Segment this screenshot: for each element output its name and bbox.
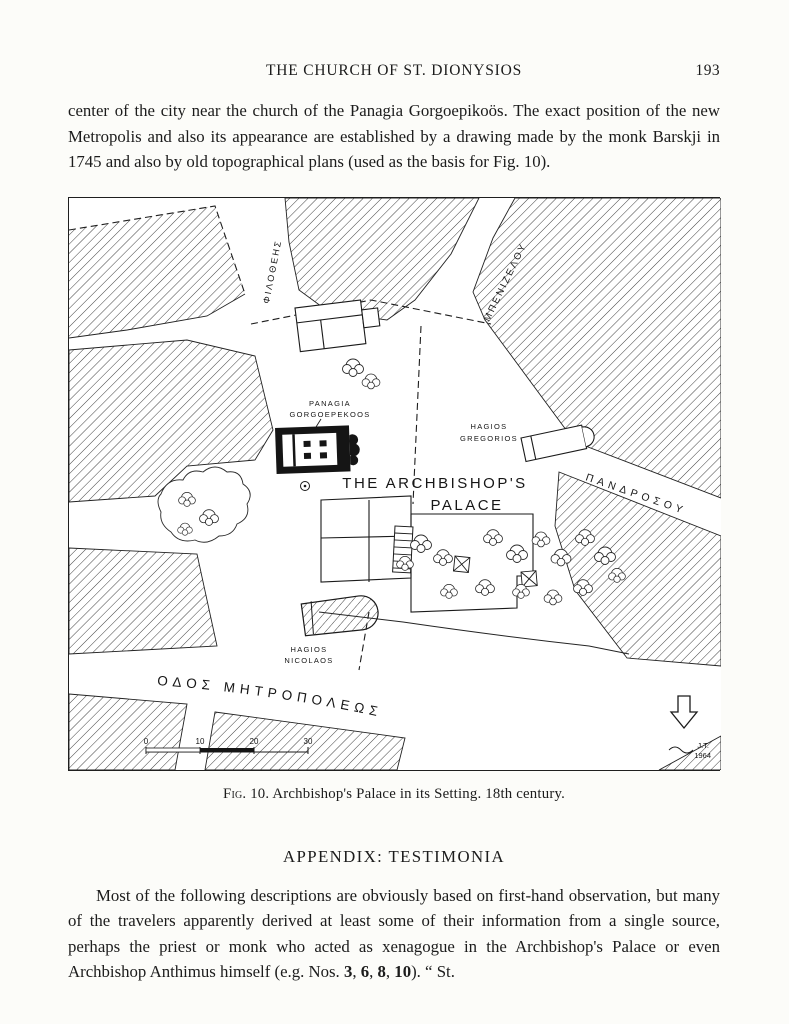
block-boundary-line [69,293,246,338]
figure-caption-text: Archbishop's Palace in its Setting. 18th… [269,785,565,802]
label-panagia-line1: PANAGIA [309,399,351,408]
pavilion-symbol [520,569,538,587]
label-nicolaos-line2: NICOLAOS [284,656,333,665]
credit-initials: J.T. [697,741,709,750]
city-blocks [69,197,721,770]
city-block-west [69,339,274,502]
dashed-line [412,325,422,504]
figure-caption: Fig. 10. Archbishop's Palace in its Sett… [68,786,720,803]
direction-arrow-icon [669,694,699,729]
garden-boundary-west [157,466,251,543]
city-block-ne [472,197,721,498]
credit-year: 1964 [694,751,711,760]
city-block-east [554,470,721,666]
testimonia-ref-8: 8 [377,962,386,981]
city-block-se-corner [658,734,721,770]
separator: , [369,962,378,981]
map-frame: ΦΙΛΟΘΕΗΣ ΜΠΕΝΙΖΕΛΟΥ ΠΑΝΔΡΟΣΟΥ ΟΔΟΣ ΜΗΤΡΟ… [68,196,721,771]
appendix-heading: APPENDIX: TESTIMONIA [282,846,506,866]
monument-dot [303,484,307,487]
panagia-church-plan [275,424,360,474]
scale-tick-10: 10 [196,737,205,746]
garden-boundary-south [318,611,630,654]
dashed-boundaries [69,204,492,670]
testimonia-ref-3: 3 [343,962,353,981]
intro-paragraph: center of the city near the church of th… [68,101,720,171]
north-wing-building [294,298,381,352]
scale-bar: 0 10 20 30 [144,737,313,754]
running-head: THE CHURCH OF ST. DIONYSIOS 193 [68,62,720,84]
label-panagia-line2: GORGOEPEKOOS [289,410,370,419]
city-block-north [284,197,480,320]
hagios-gregorios-building [520,423,595,462]
label-palace-line2: PALACE [430,497,503,514]
label-gregorios-line2: GREGORIOS [460,434,518,443]
page-number: 193 [695,62,720,79]
map-credit: J.T. 1964 [668,741,711,760]
city-block-south-left [69,693,188,770]
label-palace-line1: THE ARCHBISHOP'S [342,475,527,492]
label-gregorios-line1: HAGIOS [471,422,508,431]
figure-10: ΦΙΛΟΘΕΗΣ ΜΠΕΝΙΖΕΛΟΥ ΠΑΝΔΡΟΣΟΥ ΟΔΟΣ ΜΗΤΡΟ… [68,196,721,803]
figure-caption-label: Fig. 10. [223,785,270,802]
testimonia-ref-6: 6 [360,962,370,981]
map-archbishops-palace: ΦΙΛΟΘΕΗΣ ΜΠΕΝΙΖΕΛΟΥ ΠΑΝΔΡΟΣΟΥ ΟΔΟΣ ΜΗΤΡΟ… [69,197,721,770]
scale-tick-20: 20 [250,737,259,746]
dashed-line [358,611,370,670]
city-block-nw [69,205,245,338]
dashed-line [250,298,492,325]
label-leader-line [315,418,322,427]
label-nicolaos-line1: HAGIOS [291,645,328,654]
scale-tick-0: 0 [144,737,149,746]
hagios-nicolaos-building [300,594,379,636]
signature-squiggle [668,746,694,753]
palace-wing-outline [410,512,534,613]
pavilion-symbol [452,555,471,573]
testimonia-ref-10: 10 [394,962,412,981]
separator: , [352,962,361,981]
scale-tick-30: 30 [304,737,313,746]
appendix-paragraph-end: ). “ St. [411,962,455,981]
dashed-line [69,204,246,294]
appendix-paragraph-text: Most of the following descriptions are o… [68,885,720,982]
running-head-title: THE CHURCH OF ST. DIONYSIOS [266,62,522,79]
separator: , [385,962,395,981]
appendix-paragraph: Most of the following descriptions are o… [68,883,720,985]
city-block-sw [69,547,218,654]
